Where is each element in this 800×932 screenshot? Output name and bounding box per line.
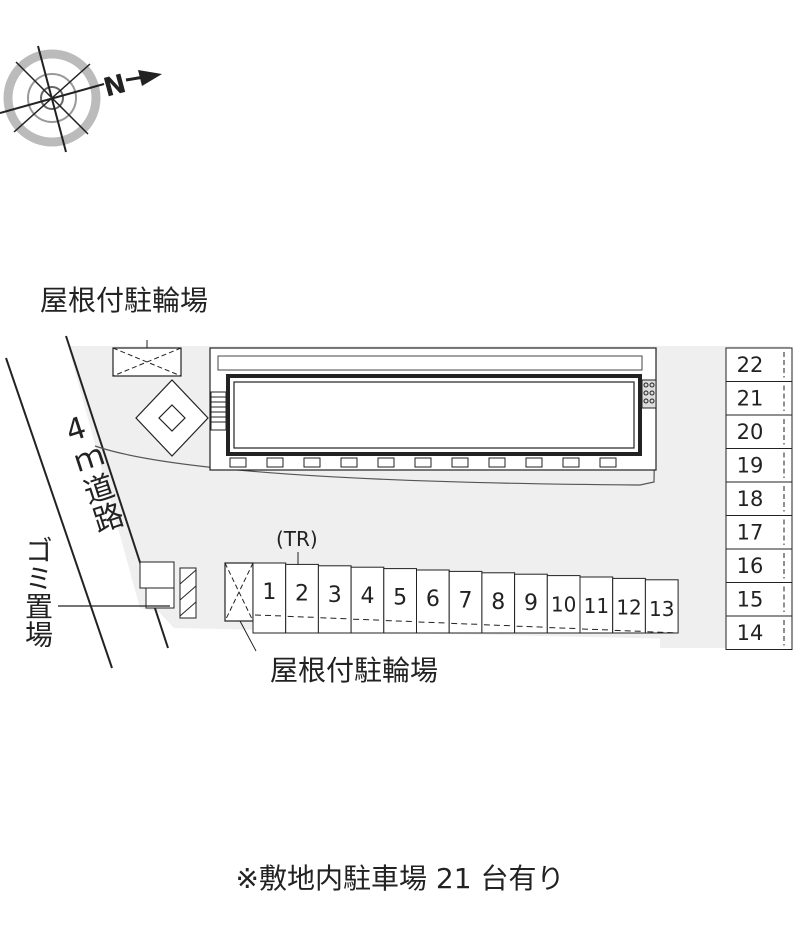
parking-space-divider	[581, 628, 611, 631]
unit-meter-box	[229, 457, 247, 468]
parking-space-number: 19	[737, 454, 764, 478]
parking-space-number: 12	[616, 595, 641, 619]
building-unit-tabs	[229, 457, 617, 468]
parking-space-number: 20	[737, 420, 764, 444]
parking-space	[579, 576, 614, 634]
parking-space	[350, 566, 385, 634]
parking-space-divider	[549, 627, 579, 630]
parking-space-number: 10	[551, 593, 576, 617]
unit-meter-box	[377, 457, 395, 468]
parking-space-number: 18	[737, 487, 764, 511]
parking-space	[285, 563, 319, 634]
parking-space-divider	[418, 621, 448, 624]
footnote: ※敷地内駐車場 21 台有り	[236, 862, 565, 895]
parking-right-column: 22 21 20 19 18 17 16 15 14	[725, 347, 793, 650]
parking-space-number: 22	[737, 353, 764, 377]
parking-space-divider	[353, 618, 382, 621]
parking-space-number: 16	[737, 554, 764, 578]
parking-space	[725, 414, 793, 449]
unit-meter-box	[488, 457, 506, 468]
garbage-hatched-boxes	[58, 561, 197, 619]
parking-space	[725, 448, 793, 483]
stairs-right	[641, 379, 657, 409]
stairs-left	[210, 391, 227, 431]
parking-space-divider	[385, 620, 415, 623]
parking-space-divider	[516, 625, 546, 628]
unit-meter-box	[303, 457, 321, 468]
road-edge-outer	[5, 357, 113, 669]
parking-space	[725, 515, 793, 550]
parking-space-number: 5	[393, 586, 407, 611]
garbage-label: ゴミ置場	[21, 536, 54, 648]
unit-meter-box	[451, 457, 469, 468]
trunk-room-label: (TR)	[276, 527, 318, 551]
parking-space-number: 11	[584, 594, 609, 618]
unit-meter-box	[562, 457, 580, 468]
parking-space-number: 3	[328, 583, 342, 608]
compass-icon	[0, 45, 162, 153]
parking-space-number: 2	[295, 581, 309, 606]
parking-space-number: 4	[360, 584, 374, 609]
diamond-feature	[135, 379, 209, 457]
unit-meter-box	[525, 457, 543, 468]
parking-space-number: 14	[737, 621, 764, 645]
parking-space-divider	[483, 624, 513, 627]
parking-space-number: 6	[426, 587, 440, 612]
parking-space	[725, 481, 793, 516]
unit-meter-box	[266, 457, 284, 468]
parking-space-divider	[287, 615, 317, 618]
parking-space-number: 17	[737, 521, 764, 545]
parking-space-divider	[254, 614, 284, 617]
parking-space-divider	[647, 631, 677, 634]
parking-space-number: 21	[737, 387, 764, 411]
bike-parking-top-label: 屋根付駐輪場	[40, 284, 208, 317]
building-walkway	[217, 355, 643, 371]
parking-space	[725, 615, 793, 650]
parking-space-number: 8	[491, 590, 505, 615]
parking-space-number: 13	[649, 597, 674, 621]
parking-space	[725, 548, 793, 583]
bike-parking-bottom-label: 屋根付駐輪場	[270, 654, 438, 687]
driveway-boundary	[94, 347, 657, 486]
parking-space	[644, 579, 679, 634]
parking-space-divider	[614, 629, 644, 632]
parking-space-number: 9	[524, 591, 538, 616]
unit-meter-box	[340, 457, 358, 468]
unit-meter-box	[599, 457, 617, 468]
compass-north-letter: N	[101, 69, 130, 104]
parking-space-divider	[451, 622, 480, 625]
parking-space-divider	[320, 617, 350, 620]
parking-space-number: 15	[737, 588, 764, 612]
parking-space	[383, 568, 417, 634]
parking-space-number: 7	[459, 588, 473, 613]
parking-space	[317, 565, 352, 634]
parking-space-number: 1	[262, 580, 276, 605]
unit-meter-box	[414, 457, 432, 468]
parking-space	[546, 575, 581, 634]
